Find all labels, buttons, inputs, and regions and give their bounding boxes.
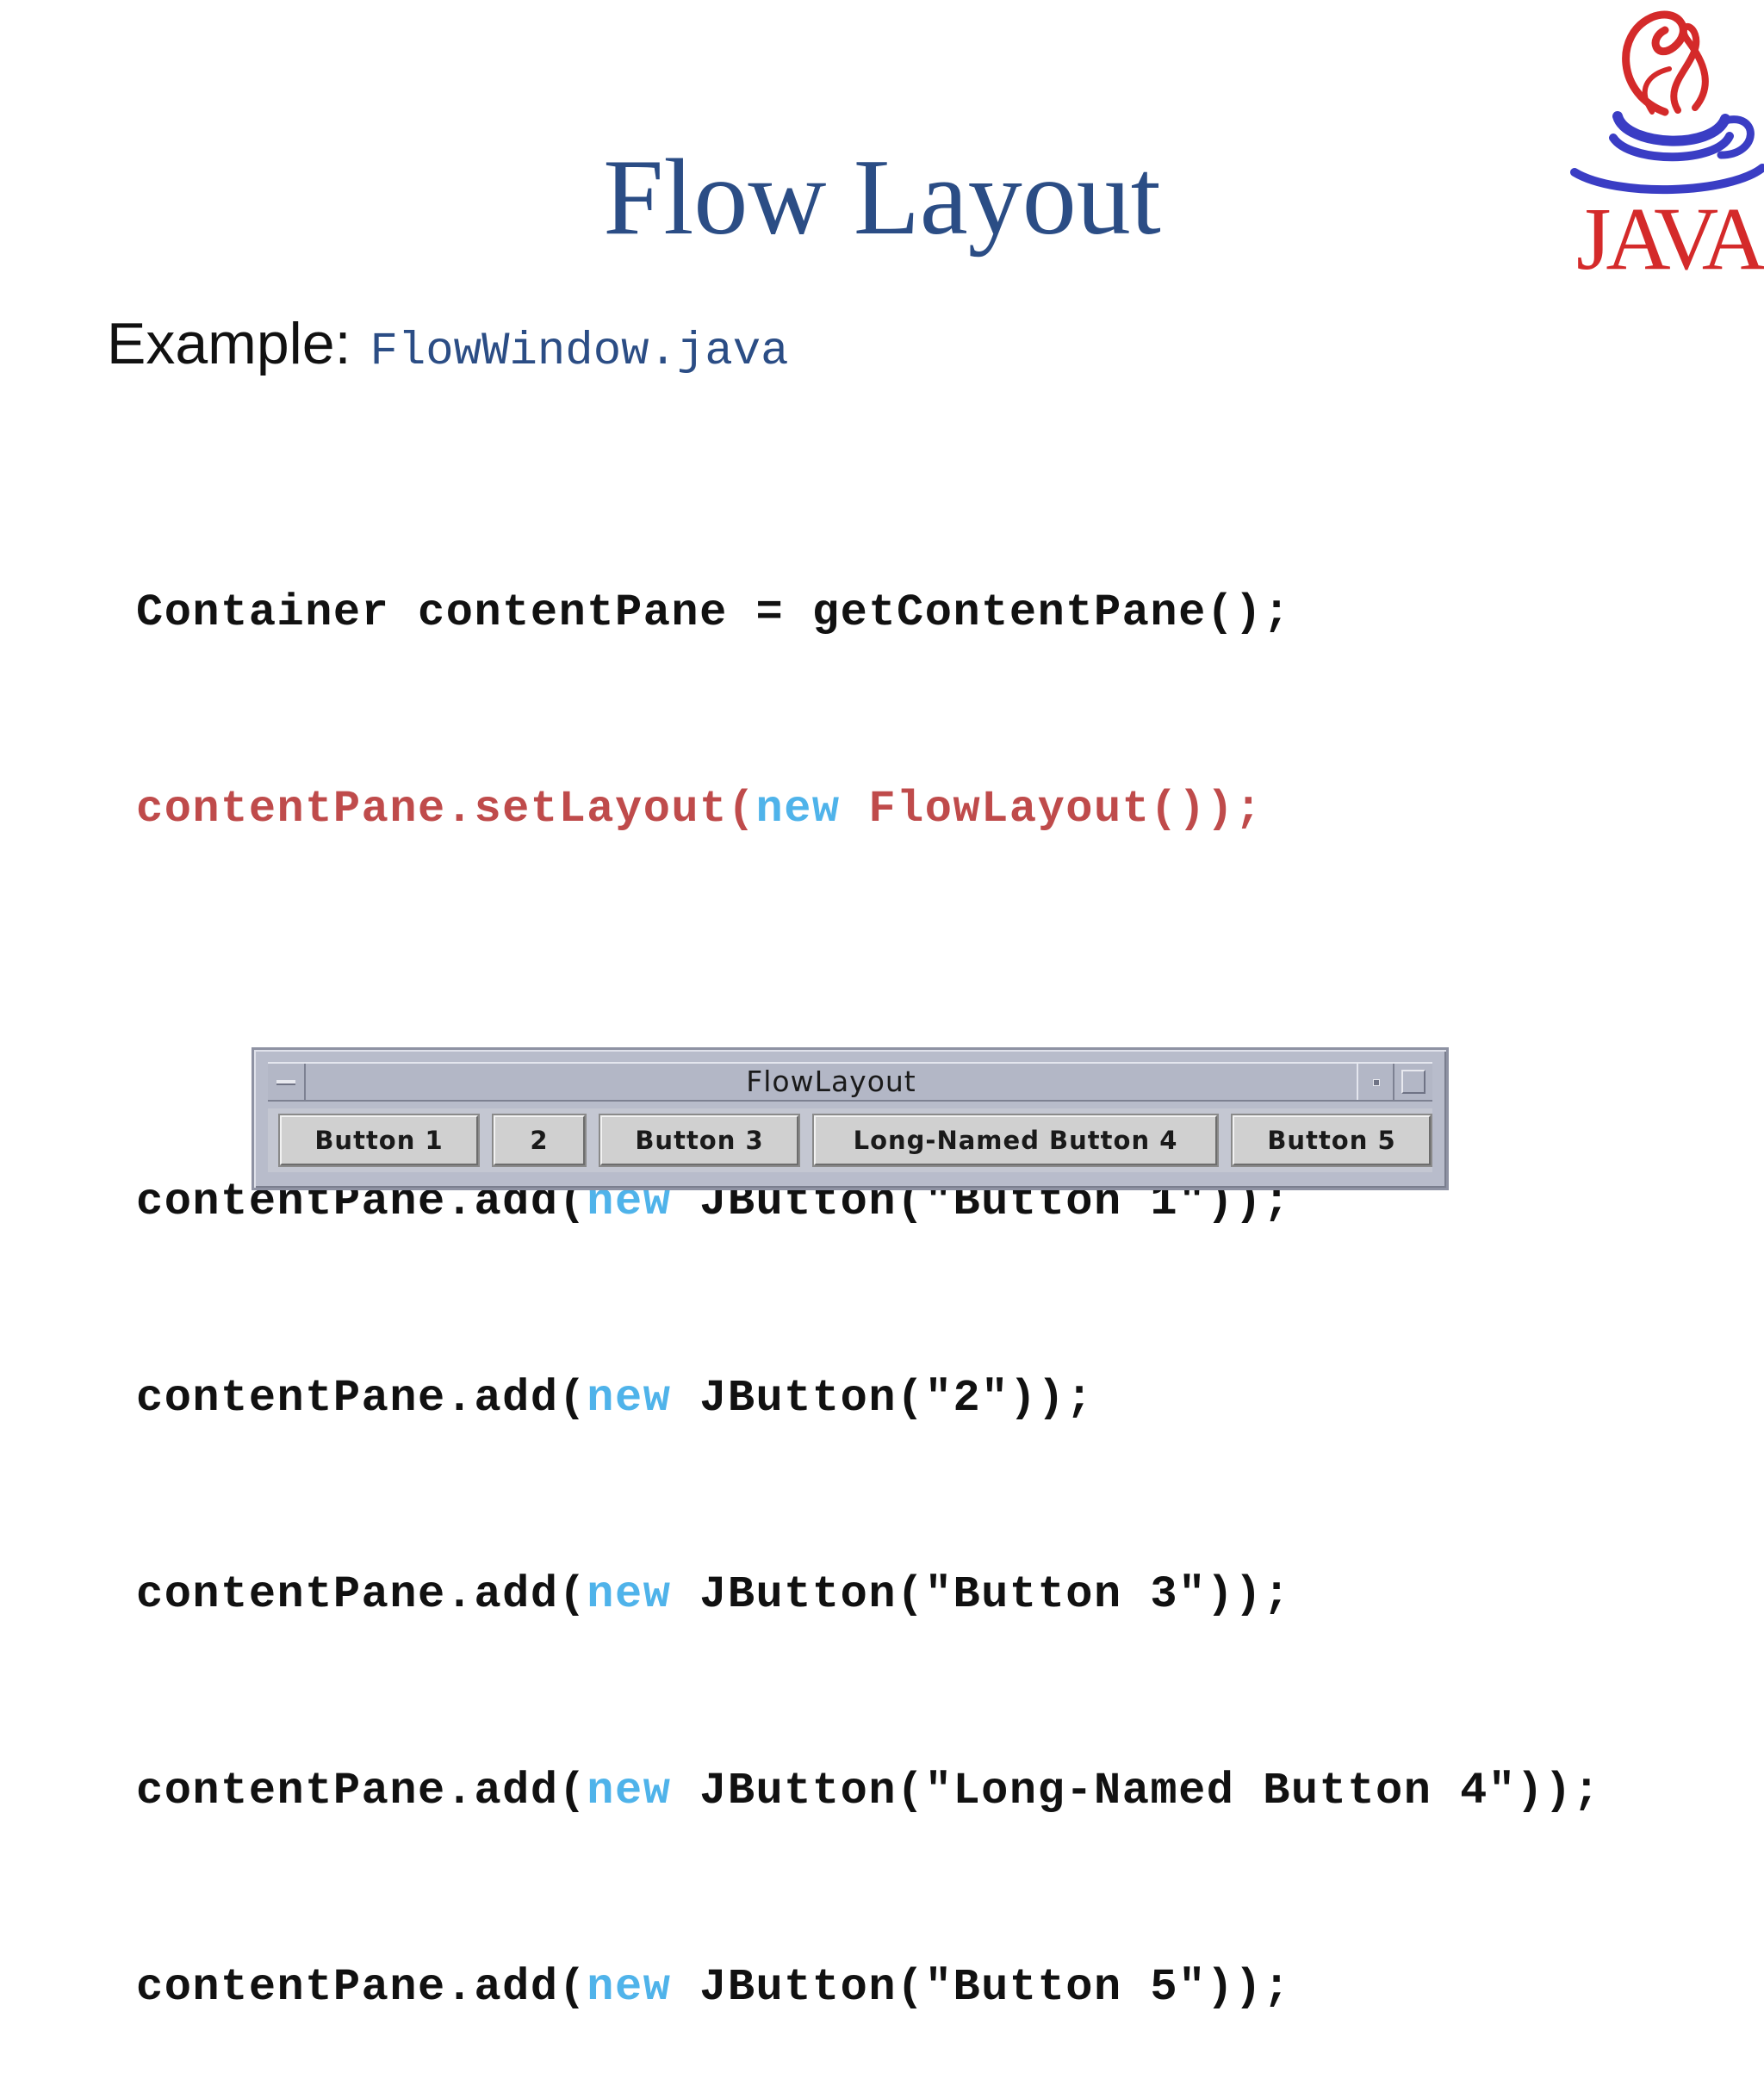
code-add-line-4: contentPane.add(new JButton("Long-Named … bbox=[136, 1759, 1601, 1824]
logo-steam bbox=[1622, 10, 1687, 116]
code-keyword: new bbox=[587, 1373, 672, 1424]
code-line-1: Container contentPane = getContentPane()… bbox=[136, 587, 1291, 638]
code-blank-line bbox=[136, 973, 1601, 1039]
code-line-2-part-a: contentPane.setLayout( bbox=[136, 784, 756, 835]
logo-saucer bbox=[1570, 164, 1764, 195]
slide-title: Flow Layout bbox=[603, 138, 1161, 258]
window-menu-icon bbox=[276, 1080, 295, 1085]
code-keyword: new bbox=[587, 1962, 672, 2013]
code-line-2: contentPane.setLayout(new FlowLayout()); bbox=[136, 777, 1601, 842]
button-3[interactable]: Button 3 bbox=[599, 1114, 800, 1167]
code-line-2-part-b: FlowLayout()); bbox=[840, 784, 1264, 835]
button-1[interactable]: Button 1 bbox=[278, 1114, 480, 1167]
code-keyword: new bbox=[587, 1569, 672, 1620]
window-maximize-button[interactable] bbox=[1394, 1064, 1432, 1100]
button-2[interactable]: 2 bbox=[492, 1114, 587, 1167]
button-4[interactable]: Long-Named Button 4 bbox=[812, 1114, 1219, 1167]
minimize-icon bbox=[1373, 1079, 1380, 1086]
window-minimize-button[interactable] bbox=[1357, 1064, 1394, 1100]
code-add-line-2: contentPane.add(new JButton("2")); bbox=[136, 1366, 1601, 1431]
maximize-icon bbox=[1401, 1070, 1425, 1094]
code-block: Container contentPane = getContentPane()… bbox=[136, 450, 1601, 2086]
example-filename: FlowWindow.java bbox=[370, 326, 789, 378]
logo-cup-2 bbox=[1609, 132, 1734, 162]
code-keyword: new bbox=[755, 784, 841, 835]
window-content-pane: Button 1 2 Button 3 Long-Named Button 4 … bbox=[268, 1108, 1432, 1172]
java-logo: JAVA bbox=[1570, 10, 1764, 284]
code-keyword: new bbox=[587, 1766, 672, 1816]
code-add-prefix: contentPane.add( bbox=[136, 1373, 587, 1424]
button-5[interactable]: Button 5 bbox=[1231, 1114, 1432, 1167]
code-add-prefix: contentPane.add( bbox=[136, 1766, 587, 1816]
code-add-rest: JButton("Long-Named Button 4")); bbox=[671, 1766, 1601, 1816]
logo-cup bbox=[1612, 111, 1730, 146]
example-label: Example: bbox=[107, 311, 351, 376]
code-add-line-5: contentPane.add(new JButton("Button 5"))… bbox=[136, 1955, 1601, 2021]
code-add-prefix: contentPane.add( bbox=[136, 1569, 587, 1620]
logo-handle bbox=[1717, 115, 1755, 159]
example-line: Example: FlowWindow.java bbox=[107, 310, 789, 388]
logo-text: JAVA bbox=[1576, 189, 1764, 284]
flowlayout-window: FlowLayout Button 1 2 Button 3 Long-Name… bbox=[252, 1047, 1449, 1190]
code-add-rest: JButton("Button 5")); bbox=[671, 1962, 1291, 2013]
window-title: FlowLayout bbox=[746, 1065, 916, 1098]
code-add-line-3: contentPane.add(new JButton("Button 3"))… bbox=[136, 1562, 1601, 1628]
logo-steam-2 bbox=[1670, 23, 1709, 114]
window-titlebar[interactable]: FlowLayout bbox=[268, 1062, 1432, 1102]
code-add-prefix: contentPane.add( bbox=[136, 1962, 587, 2013]
window-menu-button[interactable] bbox=[268, 1064, 306, 1100]
logo-steam-3 bbox=[1642, 66, 1672, 115]
code-add-rest: JButton("Button 3")); bbox=[671, 1569, 1291, 1620]
code-add-rest: JButton("2")); bbox=[671, 1373, 1094, 1424]
